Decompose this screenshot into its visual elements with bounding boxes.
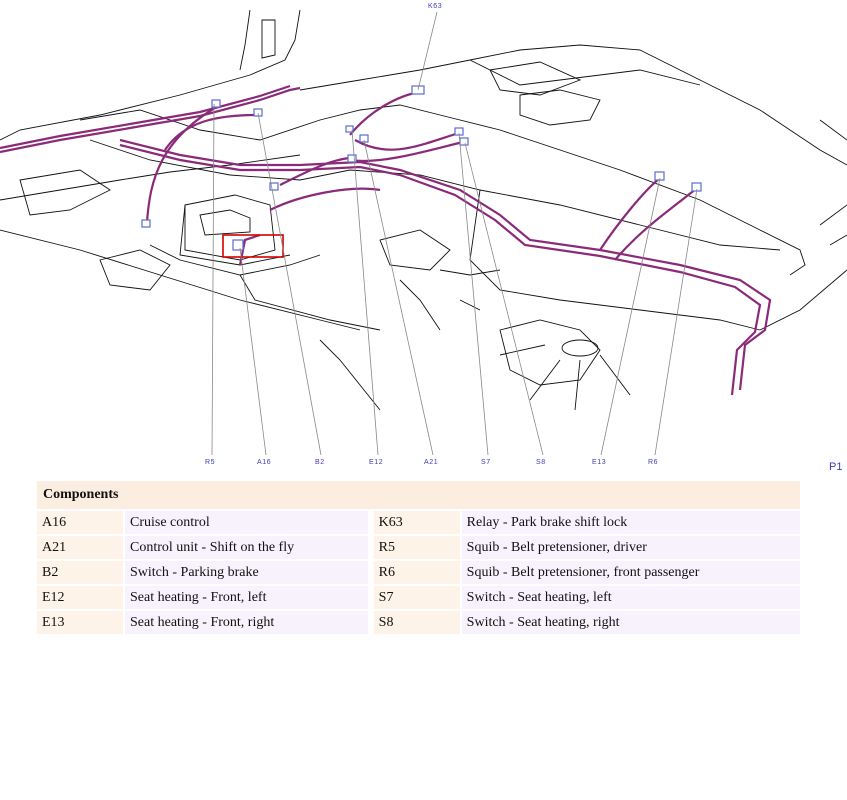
wiring-harness: [0, 84, 772, 396]
component-description: Seat heating - Front, left: [125, 586, 368, 609]
component-description: Switch - Parking brake: [125, 561, 368, 584]
component-description: Squib - Belt pretensioner, front passeng…: [461, 561, 800, 584]
table-row: A21 Control unit - Shift on the fly R5 S…: [37, 536, 800, 559]
component-code: R6: [373, 561, 460, 584]
component-code: S8: [373, 611, 460, 634]
table-header: Components: [37, 481, 800, 509]
component-code: B2: [37, 561, 123, 584]
table-row: A16 Cruise control K63 Relay - Park brak…: [37, 511, 800, 534]
callout-k63: K63: [428, 3, 442, 10]
component-description: Switch - Seat heating, right: [461, 611, 800, 634]
column-gap: [369, 561, 372, 584]
component-description: Switch - Seat heating, left: [461, 586, 800, 609]
callout-a21: A21: [424, 459, 438, 466]
component-code: R5: [373, 536, 460, 559]
component-code: A21: [37, 536, 123, 559]
column-gap: [369, 536, 372, 559]
component-description: Control unit - Shift on the fly: [125, 536, 368, 559]
component-code: E13: [37, 611, 123, 634]
leader-lines: [211, 11, 698, 456]
callout-r6: R6: [648, 459, 658, 466]
callout-e13: E13: [592, 459, 606, 466]
column-gap: [369, 611, 372, 634]
callout-e12: E12: [369, 459, 383, 466]
callout-r5: R5: [205, 459, 215, 466]
callout-s7: S7: [481, 459, 491, 466]
wiring-diagram: K63 R5 A16 B2 E12 A21 S7 S8 E13 R6: [0, 3, 847, 466]
component-code: K63: [373, 511, 460, 534]
component-code: A16: [37, 511, 123, 534]
components-table: Components A16 Cruise control K63 Relay …: [35, 479, 802, 636]
table-header-row: Components: [37, 481, 800, 509]
component-description: Cruise control: [125, 511, 368, 534]
callout-labels: K63 R5 A16 B2 E12 A21 S7 S8 E13 R6: [205, 3, 658, 466]
column-gap: [369, 586, 372, 609]
component-description: Squib - Belt pretensioner, driver: [461, 536, 800, 559]
component-code: S7: [373, 586, 460, 609]
component-description: Relay - Park brake shift lock: [461, 511, 800, 534]
callout-b2: B2: [315, 459, 325, 466]
component-code: E12: [37, 586, 123, 609]
component-description: Seat heating - Front, right: [125, 611, 368, 634]
highlight-box-a16: [222, 234, 284, 258]
table-row: B2 Switch - Parking brake R6 Squib - Bel…: [37, 561, 800, 584]
callout-s8: S8: [536, 459, 546, 466]
table-row: E13 Seat heating - Front, right S8 Switc…: [37, 611, 800, 634]
page-reference: P1: [829, 461, 843, 473]
column-gap: [369, 511, 372, 534]
table-row: E12 Seat heating - Front, left S7 Switch…: [37, 586, 800, 609]
floor-pan-drawing: [0, 9, 847, 411]
callout-a16: A16: [257, 459, 271, 466]
